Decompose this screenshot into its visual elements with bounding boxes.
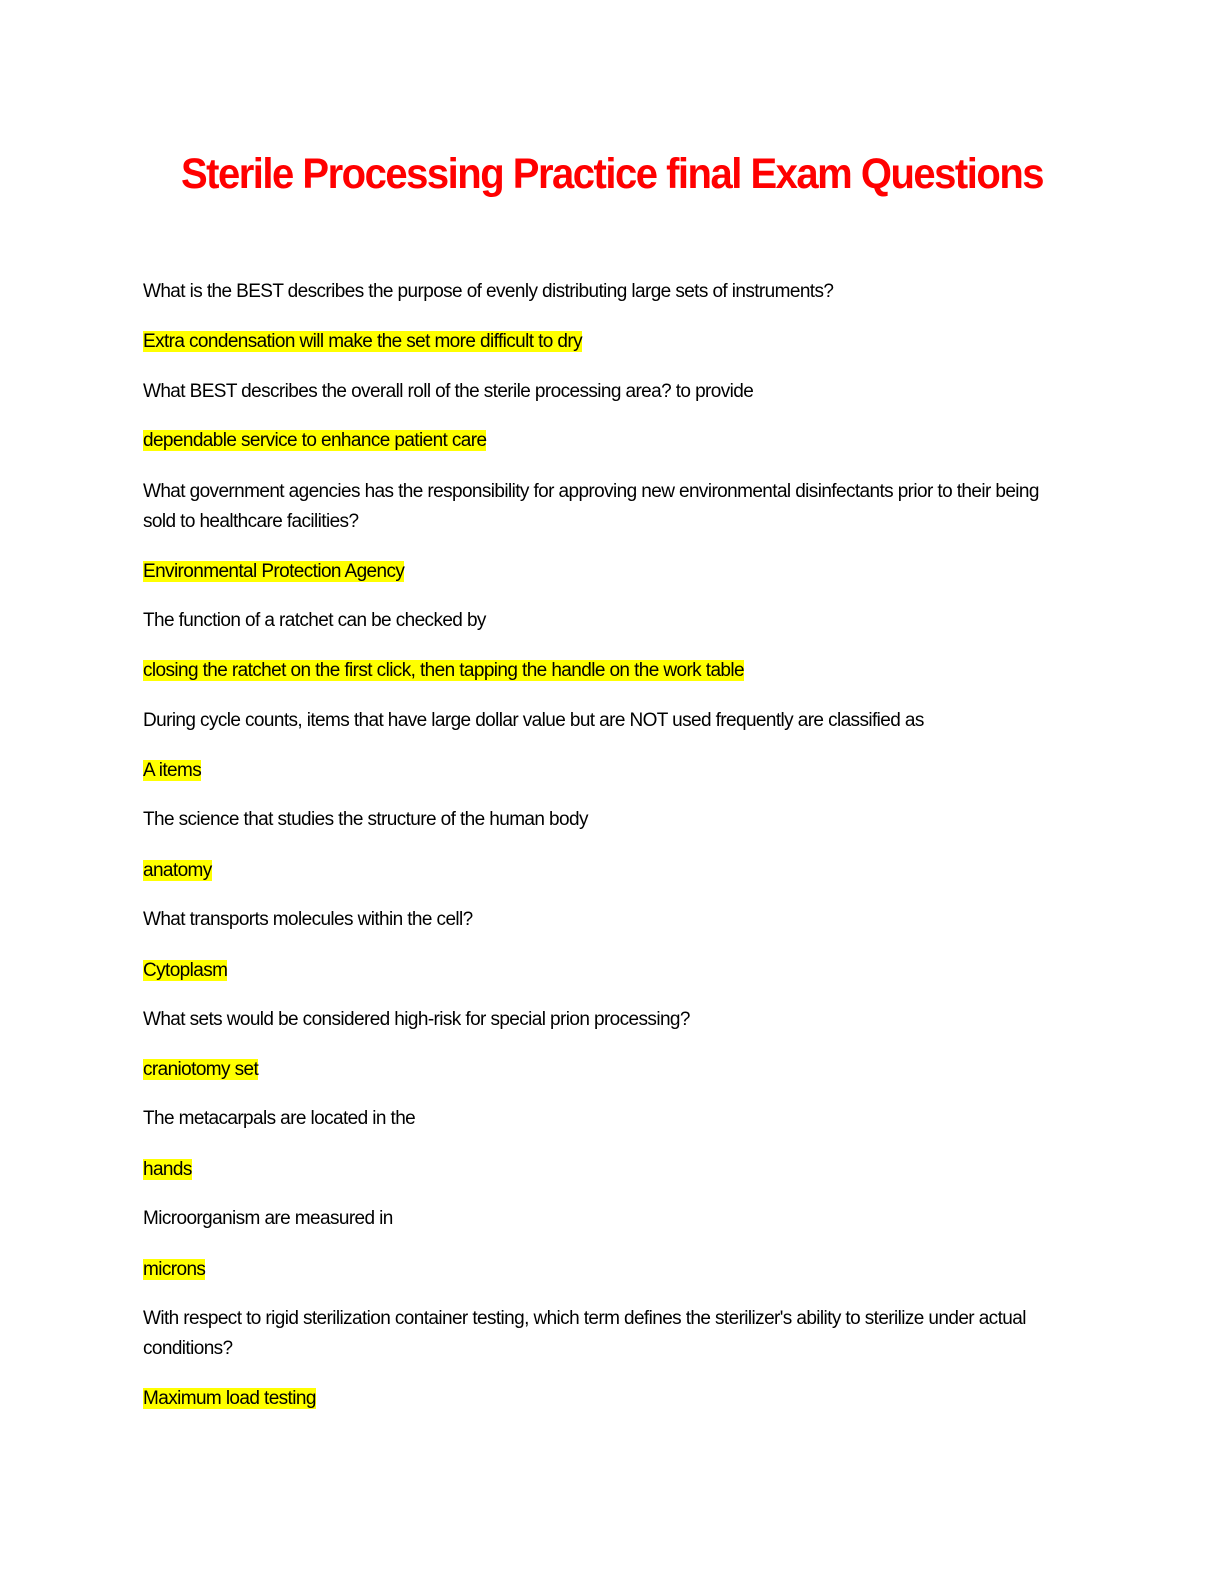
answer-7: Cytoplasm (143, 956, 1043, 986)
answer-11-highlight: Maximum load testing (143, 1388, 316, 1409)
question-9: The metacarpals are located in the (143, 1108, 416, 1129)
answer-3: Environmental Protection Agency (143, 557, 1043, 587)
question-3: What government agencies has the respons… (143, 481, 1039, 532)
answer-8-highlight: craniotomy set (143, 1059, 259, 1080)
question-4: The function of a ratchet can be checked… (143, 610, 486, 631)
answer-3-highlight: Environmental Protection Agency (143, 561, 405, 582)
question-2: What BEST describes the overall roll of … (143, 381, 754, 402)
answer-8: craniotomy set (143, 1055, 1043, 1085)
answer-6-highlight: anatomy (143, 860, 212, 881)
answer-6: anatomy (143, 856, 1043, 886)
question-5: During cycle counts, items that have lar… (143, 710, 924, 731)
answer-2: dependable service to enhance patient ca… (143, 426, 1043, 456)
answer-9-highlight: hands (143, 1159, 192, 1180)
question-10: Microorganism are measured in (143, 1208, 393, 1229)
answer-4-highlight: closing the ratchet on the first click, … (143, 660, 745, 681)
answer-10: microns (143, 1255, 1043, 1285)
question-1: What is the BEST describes the purpose o… (143, 281, 834, 302)
answer-4: closing the ratchet on the first click, … (143, 656, 1043, 686)
question-7: What transports molecules within the cel… (143, 909, 473, 930)
question-6: The science that studies the structure o… (143, 809, 588, 830)
answer-5-highlight: A items (143, 760, 202, 781)
answer-2-highlight: dependable service to enhance patient ca… (143, 430, 487, 451)
answer-7-highlight: Cytoplasm (143, 960, 228, 981)
document-title: Sterile Processing Practice final Exam Q… (180, 150, 1045, 198)
answer-5: A items (143, 756, 1043, 786)
answer-1: Extra condensation will make the set mor… (143, 327, 1043, 357)
answer-1-highlight: Extra condensation will make the set mor… (143, 331, 583, 352)
answer-9: hands (143, 1155, 1043, 1185)
answer-10-highlight: microns (143, 1259, 206, 1280)
question-8: What sets would be considered high-risk … (143, 1009, 690, 1030)
answer-11: Maximum load testing (143, 1384, 1043, 1414)
question-11: With respect to rigid sterilization cont… (143, 1308, 1026, 1359)
